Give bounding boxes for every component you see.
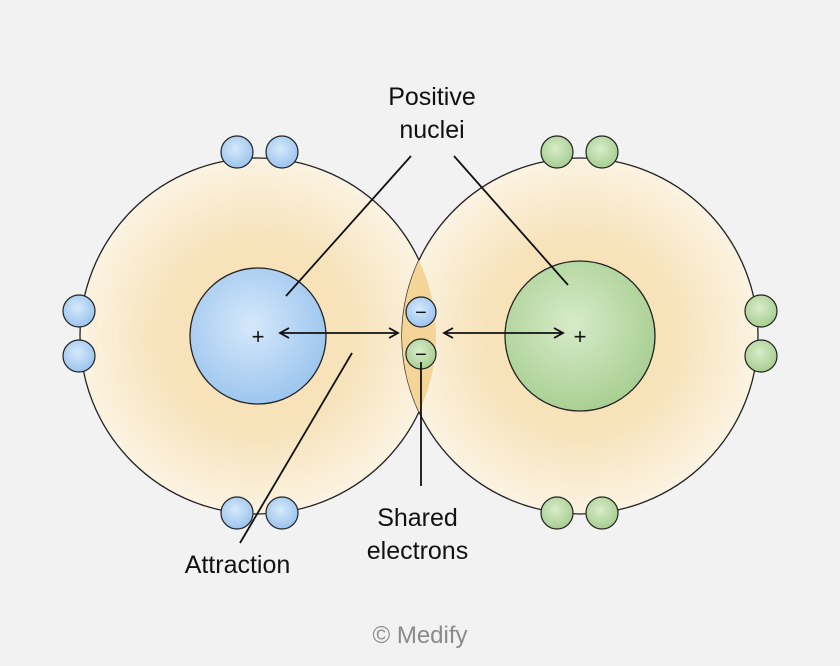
shared-electrons-line2: electrons — [366, 537, 469, 565]
shared-electrons-label: Shared electrons — [340, 502, 495, 568]
positive-nuclei-line1: Positive — [388, 83, 476, 111]
electron — [585, 135, 619, 169]
left-nucleus-charge: + — [252, 324, 265, 349]
electron — [62, 294, 96, 328]
right-nucleus-charge: + — [574, 324, 587, 349]
attraction-leader — [239, 352, 353, 544]
electron — [744, 339, 778, 373]
shared-electron-blue — [405, 296, 437, 328]
positive-nuclei-leader-left — [285, 155, 412, 297]
right-atom-electrons — [540, 135, 778, 530]
electron — [744, 294, 778, 328]
electron — [265, 135, 299, 169]
left-atom-electrons — [62, 135, 299, 530]
positive-nuclei-line2: nuclei — [399, 116, 465, 144]
electron — [62, 339, 96, 373]
positive-nuclei-leader-right — [453, 155, 569, 286]
positive-nuclei-label: Positive nuclei — [352, 81, 512, 147]
electron — [540, 496, 574, 530]
electron — [265, 496, 299, 530]
copyright-text: © Medify — [372, 622, 468, 649]
attraction-label: Attraction — [184, 551, 291, 579]
electron — [220, 135, 254, 169]
electron — [540, 135, 574, 169]
shared-electron-green-charge: − — [415, 344, 427, 366]
electron — [220, 496, 254, 530]
shared-electrons-line1: Shared — [377, 504, 458, 532]
electron — [585, 496, 619, 530]
shared-electron-blue-charge: − — [415, 302, 427, 324]
